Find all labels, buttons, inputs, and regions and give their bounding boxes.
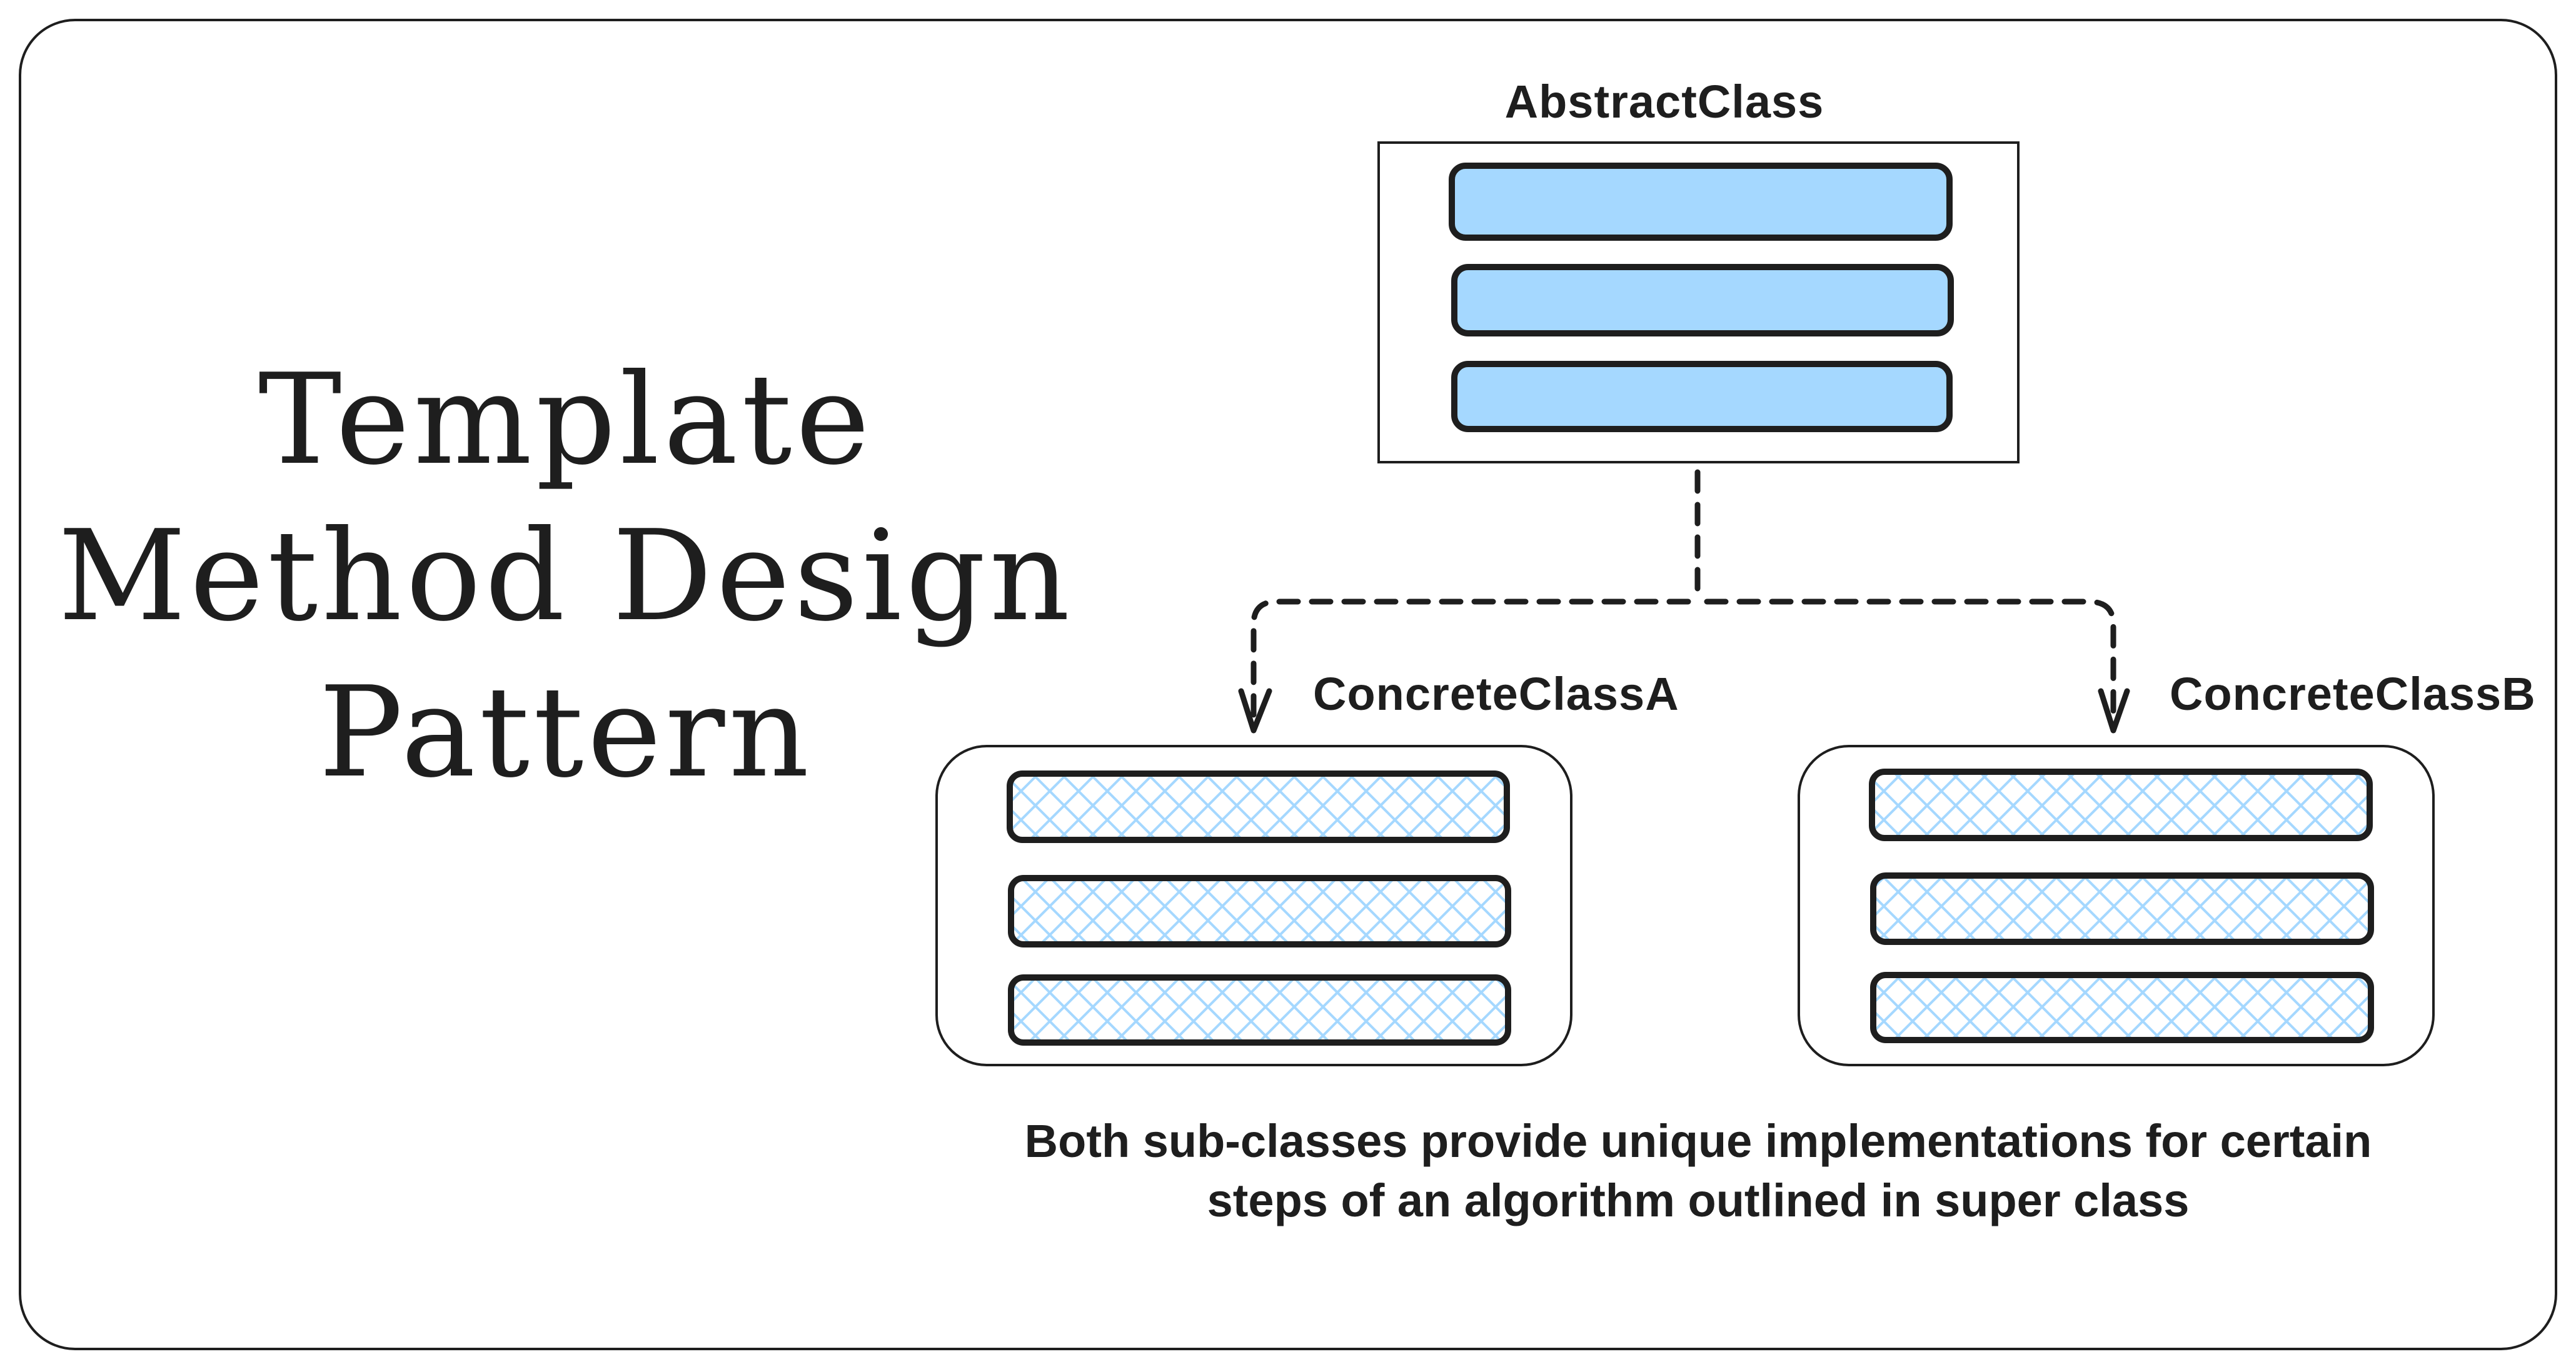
abstract-method-1 xyxy=(1449,163,1953,241)
abstract-class-label: AbstractClass xyxy=(1505,76,1824,128)
caption-line-2: steps of an algorithm outlined in super … xyxy=(1207,1175,2190,1226)
abstract-method-2 xyxy=(1451,264,1954,336)
caption-line-1: Both sub-classes provide unique implemen… xyxy=(1025,1115,2372,1167)
title-line-2: Method Design xyxy=(58,503,1074,649)
diagram-caption: Both sub-classes provide unique implemen… xyxy=(1025,1115,2372,1226)
canvas-frame xyxy=(19,19,2557,1350)
abstract-class: AbstractClass xyxy=(1377,76,2020,463)
concrete-b-method-3 xyxy=(1870,972,2374,1043)
concrete-a-method-2 xyxy=(1008,875,1511,947)
concrete-class-b: ConcreteClassB xyxy=(1798,668,2536,1066)
concrete-a-method-1 xyxy=(1007,770,1510,843)
concrete-a-method-3 xyxy=(1008,974,1511,1046)
concrete-b-method-1 xyxy=(1869,769,2373,841)
concrete-class-a-label: ConcreteClassA xyxy=(1313,668,1679,720)
concrete-b-method-2 xyxy=(1870,872,2374,945)
connector-to-class-b xyxy=(1704,599,2116,722)
concrete-class-b-label: ConcreteClassB xyxy=(2170,668,2536,720)
concrete-class-a: ConcreteClassA xyxy=(935,668,1679,1066)
inheritance-connectors xyxy=(1238,469,2130,734)
arrowhead-class-a xyxy=(1238,688,1272,734)
connector-to-class-a xyxy=(1250,599,1691,722)
title-line-1: Template xyxy=(258,347,873,493)
abstract-method-3 xyxy=(1451,361,1953,432)
title-line-3: Pattern xyxy=(319,660,813,806)
diagram-title: Template Method Design Pattern xyxy=(58,347,1074,806)
arrowhead-class-b xyxy=(2098,688,2130,734)
